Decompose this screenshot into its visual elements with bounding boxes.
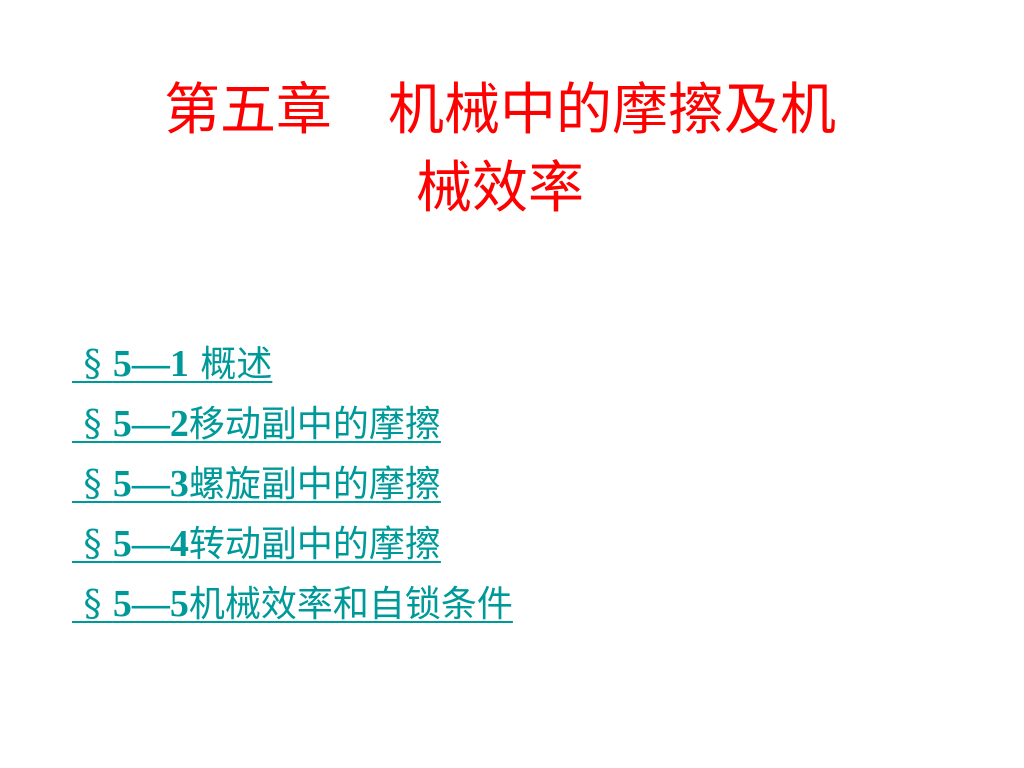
toc-item-5-2: § 5—2移动副中的摩擦 (72, 394, 513, 454)
section-number: 5—2 (112, 403, 189, 445)
section-title: 螺旋副中的摩擦 (188, 464, 441, 505)
section-title: 概述 (188, 344, 273, 385)
section-number: 5—4 (112, 523, 189, 565)
slide-title-line-1: 第五章 机械中的摩擦及机 (164, 78, 836, 143)
toc-link-sliding-pair-friction[interactable]: § 5—2移动副中的摩擦 (72, 403, 441, 445)
section-mark: § (72, 344, 113, 385)
toc-link-revolute-pair-friction[interactable]: § 5—4转动副中的摩擦 (72, 523, 441, 565)
toc-item-5-5: § 5—5机械效率和自锁条件 (72, 574, 513, 634)
toc-item-5-1: § 5—1 概述 (72, 334, 513, 394)
toc-link-overview[interactable]: § 5—1 概述 (72, 343, 273, 385)
slide-title-line-2: 械效率 (416, 156, 584, 221)
section-mark: § (72, 404, 113, 445)
toc-link-efficiency-self-locking[interactable]: § 5—5机械效率和自锁条件 (72, 583, 513, 625)
section-number: 5—3 (112, 463, 189, 505)
section-title: 机械效率和自锁条件 (188, 584, 513, 625)
slide-title: 第五章 机械中的摩擦及机 械效率 (50, 72, 950, 228)
section-title: 移动副中的摩擦 (188, 404, 441, 445)
section-number: 5—1 (112, 343, 189, 385)
section-title: 转动副中的摩擦 (188, 524, 441, 565)
toc-item-5-4: § 5—4转动副中的摩擦 (72, 514, 513, 574)
toc-link-screw-pair-friction[interactable]: § 5—3螺旋副中的摩擦 (72, 463, 441, 505)
table-of-contents: § 5—1 概述 § 5—2移动副中的摩擦 § 5—3螺旋副中的摩擦 § 5—4… (72, 334, 513, 634)
toc-item-5-3: § 5—3螺旋副中的摩擦 (72, 454, 513, 514)
section-mark: § (72, 584, 113, 625)
section-mark: § (72, 524, 113, 565)
section-mark: § (72, 464, 113, 505)
section-number: 5—5 (112, 583, 189, 625)
